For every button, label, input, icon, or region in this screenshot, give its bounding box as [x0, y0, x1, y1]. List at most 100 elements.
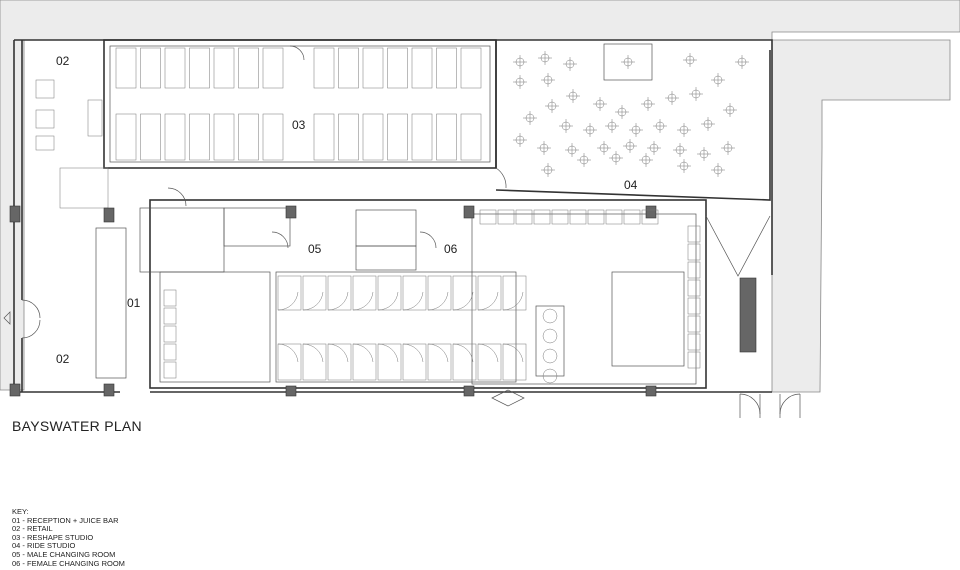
- room-label-retail-top: 02: [56, 54, 70, 68]
- reformer-head: [411, 47, 433, 89]
- reformer-base: [362, 113, 384, 161]
- bike-frame: [563, 57, 577, 71]
- bike-frame: [583, 123, 597, 137]
- core-walls: [139, 187, 771, 389]
- cubicle-bottom: [352, 343, 377, 381]
- bike-frame: [541, 73, 555, 87]
- reformer-head: [362, 47, 384, 89]
- locker: [587, 209, 605, 225]
- legend-item: 02 - RETAIL: [12, 524, 53, 534]
- locker: [497, 209, 515, 225]
- cubicle-top: [402, 275, 427, 311]
- bike-frame: [653, 119, 667, 133]
- cubicle-top: [502, 275, 527, 311]
- bike-frame: [597, 141, 611, 155]
- locker: [687, 315, 701, 333]
- exterior-areas: [0, 0, 960, 393]
- cubicle-top: [327, 275, 352, 311]
- bike-frame: [538, 51, 552, 65]
- cubicle-door: [327, 291, 349, 311]
- reformer-head: [262, 47, 284, 89]
- legend-item: 04 - RIDE STUDIO: [12, 541, 76, 551]
- locker: [687, 243, 701, 261]
- locker: [163, 343, 177, 361]
- outer-walls: [13, 39, 773, 393]
- locker: [623, 209, 641, 225]
- reformer-machines: [115, 47, 482, 161]
- reformer-head: [338, 47, 359, 89]
- bike-frame: [697, 147, 711, 161]
- bike-frame: [735, 55, 749, 69]
- cubicle-bottom: [477, 343, 502, 381]
- changing-benches: [163, 209, 701, 384]
- legend-heading: KEY:: [12, 507, 29, 516]
- locker: [163, 307, 177, 325]
- bike-frame: [665, 91, 679, 105]
- reformer-head: [313, 47, 335, 89]
- locker: [641, 209, 659, 225]
- locker: [163, 289, 177, 307]
- bike-frame: [513, 133, 527, 147]
- reformer-head: [164, 47, 186, 89]
- stool: [542, 308, 558, 324]
- bike-frame: [723, 103, 737, 117]
- bike-frame: [566, 89, 580, 103]
- bike-frame: [537, 141, 551, 155]
- bike-frame: [677, 123, 691, 137]
- cubicle-bottom: [277, 343, 302, 381]
- bike-frame: [677, 159, 691, 173]
- locker: [687, 333, 701, 351]
- bike-frame: [639, 153, 653, 167]
- locker: [163, 325, 177, 343]
- legend-item: 01 - RECEPTION + JUICE BAR: [12, 515, 119, 525]
- locker: [515, 209, 533, 225]
- reshape-studio: [103, 39, 497, 169]
- room-label-reshape-studio: 03: [292, 118, 306, 132]
- bike-frame: [541, 163, 555, 177]
- bike-frame: [623, 139, 637, 153]
- reformer-base: [313, 113, 335, 161]
- cubicle-door: [277, 343, 299, 363]
- plan-title: BAYSWATER PLAN: [12, 418, 142, 434]
- cubicle-top: [377, 275, 402, 311]
- reformer-base: [387, 113, 408, 161]
- cubicle-door: [452, 343, 474, 363]
- reformer-head: [189, 47, 210, 89]
- stool: [542, 348, 558, 364]
- cubicle-door: [502, 291, 524, 311]
- cubicle-door: [402, 343, 424, 363]
- legend-item: 03 - RESHAPE STUDIO: [12, 532, 94, 542]
- bike-frame: [593, 97, 607, 111]
- cubicle-door: [352, 291, 374, 311]
- bike-frame: [711, 73, 725, 87]
- spin-bikes: [513, 51, 749, 177]
- reformer-head: [460, 47, 482, 89]
- cubicle-top: [352, 275, 377, 311]
- bike-frame: [513, 75, 527, 89]
- locker: [163, 361, 177, 379]
- bike-frame: [615, 105, 629, 119]
- retail-fittings: [35, 79, 127, 379]
- cubicle-top: [427, 275, 452, 311]
- room-label-reception: 01: [127, 296, 141, 310]
- reformer-base: [164, 113, 186, 161]
- room-label-retail-bottom: 02: [56, 352, 70, 366]
- locker: [479, 209, 497, 225]
- reformer-base: [262, 113, 284, 161]
- cubicle-top: [477, 275, 502, 311]
- cubicle-bottom: [427, 343, 452, 381]
- reformer-base: [411, 113, 433, 161]
- reformer-base: [238, 113, 259, 161]
- bike-frame: [565, 143, 579, 157]
- cubicle-door: [377, 343, 399, 363]
- structural-columns: [9, 205, 757, 397]
- ride-studio: [495, 40, 771, 201]
- legend-item: 06 - FEMALE CHANGING ROOM: [12, 558, 125, 568]
- legend-item: 05 - MALE CHANGING ROOM: [12, 549, 116, 559]
- bike-frame: [523, 111, 537, 125]
- bike-frame: [621, 55, 635, 69]
- stool: [542, 368, 558, 384]
- cubicle-door: [402, 291, 424, 311]
- reformer-base: [140, 113, 161, 161]
- bike-frame: [683, 53, 697, 67]
